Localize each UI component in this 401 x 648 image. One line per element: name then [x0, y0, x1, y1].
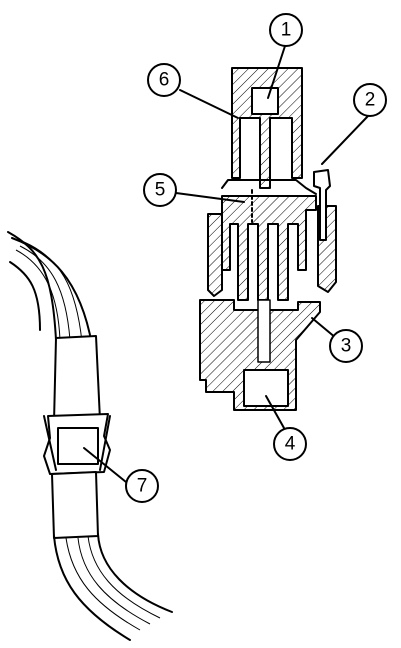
- cable-upper-strand-1: [19, 245, 71, 341]
- insulation-sleeve-upper: [53, 335, 101, 423]
- connector-upper-sleeve: [231, 67, 303, 189]
- pin-socket-bottom: [243, 369, 289, 407]
- callout-3: 3: [329, 329, 363, 363]
- leader-1: [267, 45, 286, 99]
- crimp-prong-right: [99, 415, 111, 471]
- leader-7: [83, 447, 127, 483]
- cable-lower-strand-3: [87, 535, 161, 619]
- leader-3: [311, 317, 337, 339]
- leader-4: [265, 395, 285, 429]
- cable-upper-strand-2: [23, 241, 83, 343]
- callout-2: 2: [353, 83, 387, 117]
- cable-upper-strand-3: [15, 249, 61, 341]
- leader-2: [321, 115, 369, 165]
- leader-lines: [83, 45, 369, 483]
- crimp-band: [57, 427, 99, 465]
- leader-6: [179, 89, 239, 119]
- cable-upper-outline-far: [11, 237, 93, 346]
- callout-5: 5: [143, 173, 177, 207]
- crimp-prong-left: [43, 415, 57, 471]
- connector-cutaway: [199, 67, 337, 411]
- leader-5: [175, 192, 245, 203]
- cable-assembly: [7, 231, 173, 641]
- central-bore: [257, 299, 271, 363]
- callout-7-label: 7: [137, 476, 148, 497]
- locking-clip: [313, 169, 331, 241]
- cable-upper-outline-right: [9, 261, 41, 331]
- cable-upper-outline-left: [7, 231, 57, 341]
- insulation-sleeve-lower: [51, 471, 99, 539]
- callout-4: 4: [273, 427, 307, 461]
- callout-1-label: 1: [281, 20, 292, 41]
- callout-6: 6: [147, 63, 181, 97]
- connector-fingers: [221, 195, 317, 301]
- cable-lower-strand-1: [65, 537, 141, 631]
- callout-1: 1: [269, 13, 303, 47]
- connector-shoulder: [221, 179, 317, 195]
- cable-lower-outline-left: [53, 535, 131, 641]
- cable-lower-outline-right: [97, 533, 173, 613]
- callout-5-label: 5: [155, 180, 166, 201]
- pin-socket-top: [251, 87, 279, 115]
- callout-2-label: 2: [365, 90, 376, 111]
- collar-left: [207, 213, 223, 297]
- callout-4-label: 4: [285, 434, 296, 455]
- callout-3-label: 3: [341, 336, 352, 357]
- cable-lower-strand-2: [77, 537, 151, 625]
- callout-6-label: 6: [159, 70, 170, 91]
- callout-7: 7: [125, 469, 159, 503]
